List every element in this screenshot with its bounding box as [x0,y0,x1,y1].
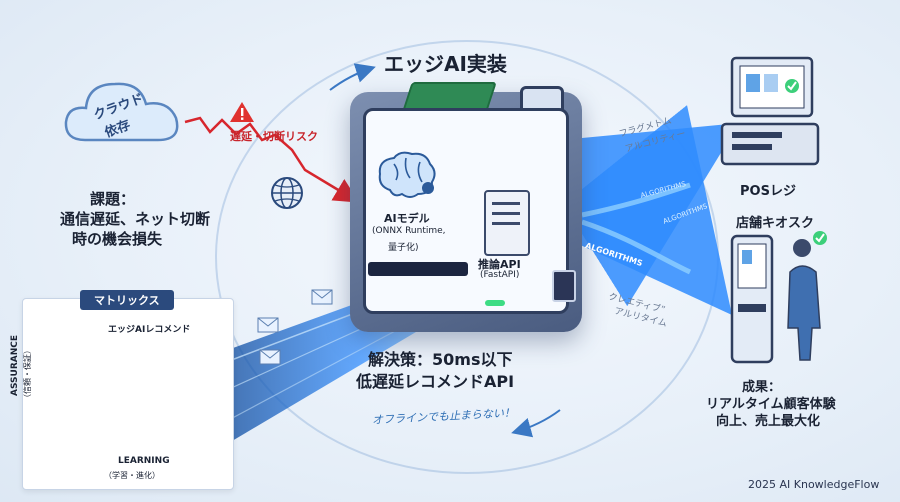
ai-model-label: AIモデル [384,212,430,225]
outcome-line-2: リアルタイム顧客体験 [706,397,836,412]
envelope-icon [259,349,281,365]
outcome-line-3: 向上、売上最大化 [716,414,821,429]
device-screen [363,108,569,314]
envelope-icon [257,317,279,333]
solution-line-2: 低遅延レコメンドAPI [356,372,515,391]
risk-path [184,116,360,203]
ai-model-runtime: (ONNX Runtime, [372,226,446,236]
cloud-icon [64,82,179,142]
inference-framework: (FastAPI) [480,270,520,280]
ring-arrow-bottom [511,409,561,438]
inference-label: 推論API [478,258,521,271]
status-led [485,300,505,306]
matrix-y-sublabel: （信頼・保証） [23,346,32,402]
device-slot [368,262,468,276]
footer-credit: 2025 AI KnowledgeFlow [748,478,880,491]
matrix-y-label: ASSURANCE [10,334,20,396]
matrix-tab: マトリックス [80,290,174,310]
matrix-x-sublabel: （学習・進化） [104,471,160,480]
pos-label: POSレジ [740,184,796,199]
pos-terminal-icon [720,56,820,166]
envelope-icon [311,289,333,305]
problem-line-2: 通信遅延、ネット切断 [60,210,211,228]
ai-model-quantize: 量子化) [388,243,419,253]
ring-arrow-top [329,63,376,91]
kiosk-label: 店舗キオスク [736,216,815,231]
matrix-point-label: エッジAIレコメンド [108,325,191,335]
kiosk-icon [730,231,827,364]
stream-to-kiosk [537,105,733,315]
outcome-heading: 成果： [742,380,782,395]
page-title: エッジAI実装 [384,52,507,76]
risk-label: 遅延・切断リスク [230,130,318,143]
matrix-x-label: LEARNING [118,456,170,466]
matrix-panel [22,298,234,490]
server-icon [484,190,530,256]
warning-icon [230,102,254,122]
globe-icon [271,177,303,209]
problem-heading: 課題： [90,190,136,208]
solution-line-1: 解決策：50ms以下 [368,350,513,369]
brain-icon [378,151,436,198]
problem-line-3: 時の機会損失 [72,230,163,248]
ethernet-port-icon [552,270,576,302]
